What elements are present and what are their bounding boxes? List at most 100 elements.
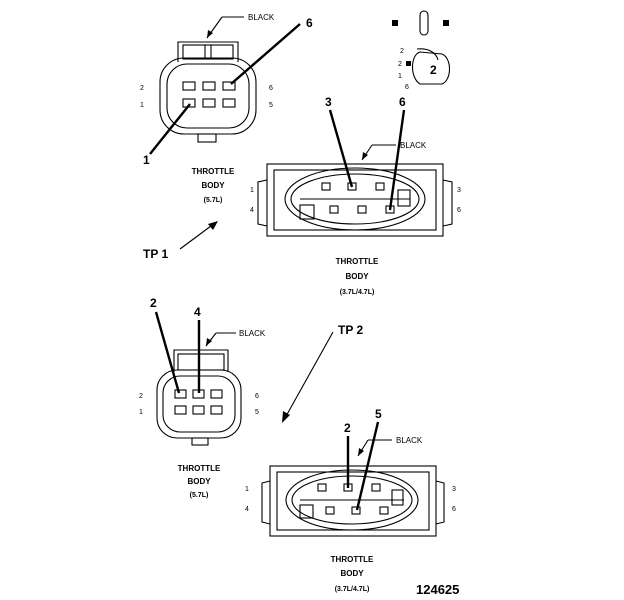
- test-point-label: TP 1: [143, 247, 168, 261]
- pin-number: 6: [255, 393, 259, 400]
- probe-legend: 2 2 2 1 6: [392, 10, 451, 91]
- callout-leader: [388, 109, 406, 211]
- connector-3-7l-4-7l-bottom: BLACK 2 5 1 4 3 6 THROTTLE BODY (3.7L/4.…: [245, 407, 456, 593]
- pin-cavity: [222, 81, 236, 91]
- terminal-square: [392, 20, 398, 26]
- connector-latch: [173, 349, 229, 372]
- caption-body: BODY: [340, 569, 364, 578]
- pin-cavity: [351, 506, 361, 515]
- caption-throttle: THROTTLE: [331, 555, 374, 564]
- connector-key: [191, 437, 209, 446]
- color-label: BLACK: [239, 329, 266, 338]
- caption-body: BODY: [345, 272, 369, 281]
- pin-number: 6: [269, 85, 273, 92]
- pin-number: 2: [139, 393, 143, 400]
- pin-number: 2: [398, 61, 402, 68]
- latch-inner: [177, 353, 225, 371]
- test-point-2: TP 2: [282, 323, 363, 423]
- caption-throttle: THROTTLE: [192, 167, 235, 176]
- pin-cavity: [210, 389, 223, 399]
- callout-leader: [154, 311, 181, 394]
- callout-number: 6: [306, 16, 313, 30]
- arrowhead: [362, 152, 368, 160]
- callout-leader: [230, 23, 301, 85]
- pin-cavity: [202, 81, 216, 91]
- connector-housing: [269, 465, 437, 537]
- color-label: BLACK: [400, 141, 427, 150]
- pin-cavity: [174, 405, 187, 415]
- caption-engine: (3.7L/4.7L): [335, 586, 370, 593]
- arrowhead: [206, 338, 212, 346]
- pin-number: 6: [452, 506, 456, 513]
- callout-number: 6: [399, 95, 406, 109]
- pin-cavity: [371, 483, 381, 492]
- connector-housing-inner: [276, 471, 430, 531]
- pin-cavity: [202, 98, 216, 108]
- pin-number: 6: [405, 84, 409, 91]
- pin-cavity: [210, 405, 223, 415]
- pin-cavity: [329, 205, 339, 214]
- caption-engine: (5.7L): [204, 197, 223, 204]
- pin-number: 3: [457, 187, 461, 194]
- pin-cavity: [317, 483, 327, 492]
- connector-housing: [266, 163, 444, 237]
- pin-number: 1: [139, 409, 143, 416]
- callout-leader: [328, 109, 354, 188]
- test-point-1: TP 1: [143, 221, 218, 261]
- pin-cavity: [182, 81, 196, 91]
- pin-cavity: [321, 182, 331, 191]
- callout-leader: [149, 103, 191, 155]
- terminal-square: [443, 20, 449, 26]
- color-label: BLACK: [248, 13, 275, 22]
- connector-oval: [285, 469, 419, 531]
- color-label: BLACK: [396, 436, 423, 445]
- caption-throttle: THROTTLE: [178, 464, 221, 473]
- arrowhead: [358, 448, 364, 456]
- callout-number: 2: [344, 421, 351, 435]
- connector-housing-inner: [273, 169, 437, 231]
- pin-number: 4: [250, 207, 254, 214]
- connector-oval: [284, 167, 426, 231]
- arrowhead: [282, 411, 290, 423]
- connector-inner: [166, 63, 250, 129]
- pin-number: 5: [255, 409, 259, 416]
- pin-number: 2: [140, 85, 144, 92]
- pin-number: 1: [398, 73, 402, 80]
- arrowhead: [208, 221, 218, 230]
- connector-3-7l-4-7l-top: BLACK 3 6 1 4 3 6 THROTTLE BODY (3.7L/4.…: [250, 95, 461, 296]
- arrowhead: [207, 30, 213, 38]
- connector-latch: [177, 41, 239, 62]
- pin-cavity: [192, 405, 205, 415]
- pin-number: 4: [245, 506, 249, 513]
- pin-number: 1: [245, 486, 249, 493]
- connector-5-7l-bottom: BLACK 2 4 2 1 6 5 THROTTLE BODY (5.7L): [139, 296, 266, 499]
- callout-number: 3: [325, 95, 332, 109]
- caption-engine: (5.7L): [190, 492, 209, 499]
- probe-clip: [411, 51, 451, 85]
- caption-body: BODY: [187, 477, 211, 486]
- connector-key: [197, 133, 217, 143]
- callout-number: 2: [150, 296, 157, 310]
- callout-number: 1: [143, 153, 150, 167]
- callout-number: 5: [375, 407, 382, 421]
- latch-inner: [182, 44, 234, 60]
- pin-number: 2: [400, 48, 404, 55]
- pin-cavity: [325, 506, 335, 515]
- connector-5-7l-top: BLACK 6 1 2 1 6 5 THROTTLE BODY (5.7L): [140, 13, 313, 204]
- test-point-arrow: [179, 222, 216, 250]
- caption-body: BODY: [201, 181, 225, 190]
- pin-cavity: [379, 506, 389, 515]
- pin-cavity: [222, 98, 236, 108]
- pin-cavity: [174, 389, 187, 399]
- pin-number: 1: [250, 187, 254, 194]
- callout-number: 4: [194, 305, 201, 319]
- figure-number: 124625: [416, 582, 459, 597]
- pin-number: 6: [457, 207, 461, 214]
- test-point-label: TP 2: [338, 323, 363, 337]
- probe-tip: [419, 10, 429, 36]
- test-point-arrow: [284, 331, 334, 419]
- probe-number: 2: [430, 63, 437, 77]
- caption-engine: (3.7L/4.7L): [340, 289, 375, 296]
- callout-leader: [355, 421, 380, 511]
